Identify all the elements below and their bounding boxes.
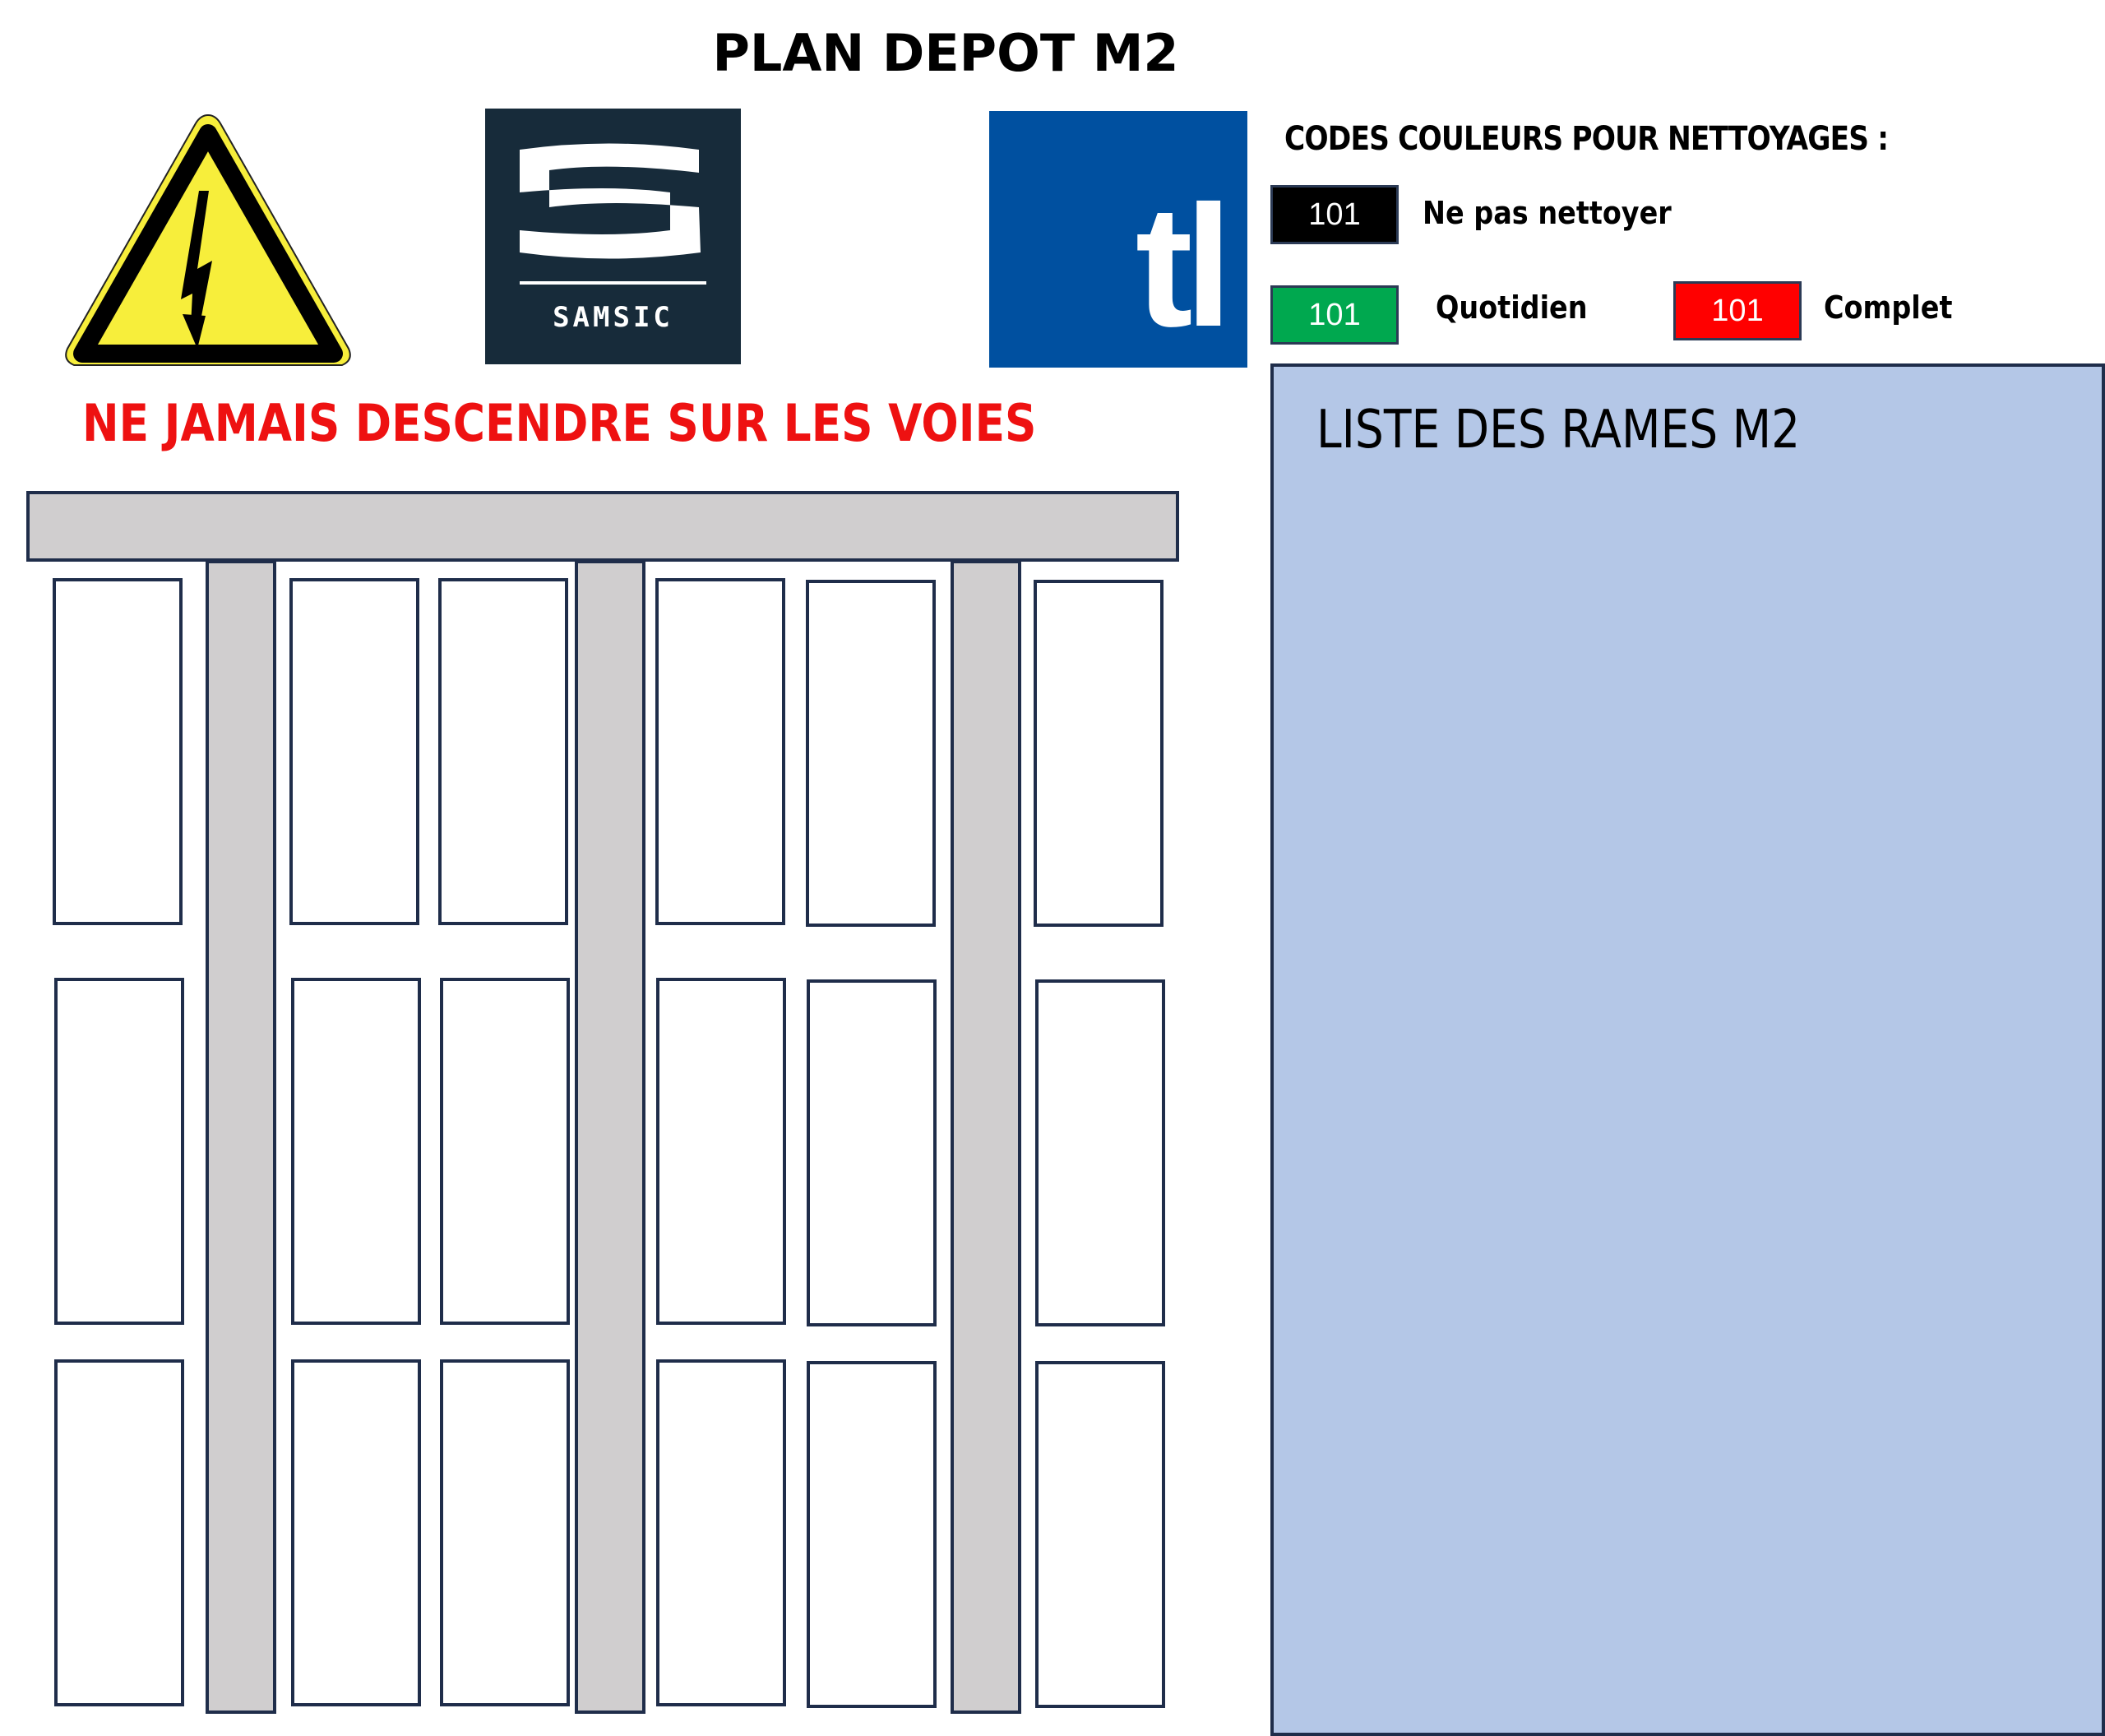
parking-bay[interactable] bbox=[291, 978, 421, 1325]
legend-swatch-no-clean: 101 bbox=[1270, 185, 1399, 244]
parking-bay[interactable] bbox=[806, 580, 936, 927]
parking-bay[interactable] bbox=[438, 578, 568, 925]
safety-warning-text: NE JAMAIS DESCENDRE SUR LES VOIES bbox=[82, 393, 1037, 453]
parking-bay[interactable] bbox=[656, 1359, 786, 1706]
parking-bay[interactable] bbox=[655, 578, 785, 925]
high-voltage-warning-icon bbox=[59, 109, 357, 372]
tl-logo-text: tl bbox=[1135, 169, 1233, 363]
depot-main-track bbox=[26, 491, 1179, 562]
legend-label-no-clean: Ne pas nettoyer bbox=[1423, 195, 1672, 231]
legend-label-daily: Quotidien bbox=[1436, 289, 1588, 326]
parking-bay[interactable] bbox=[54, 978, 184, 1325]
legend-swatch-daily: 101 bbox=[1270, 285, 1399, 345]
svg-text:SAMSIC: SAMSIC bbox=[553, 301, 673, 334]
parking-bay[interactable] bbox=[291, 1359, 421, 1706]
legend-title: CODES COULEURS POUR NETTOYAGES : bbox=[1284, 120, 1889, 158]
parking-bay[interactable] bbox=[807, 979, 937, 1326]
depot-track-1 bbox=[206, 560, 276, 1714]
depot-track-2 bbox=[575, 560, 645, 1714]
legend-swatch-complete: 101 bbox=[1673, 281, 1802, 340]
depot-track-3 bbox=[951, 560, 1021, 1714]
parking-bay[interactable] bbox=[289, 578, 419, 925]
trains-list-title: LISTE DES RAMES M2 bbox=[1316, 400, 1801, 461]
trains-list-panel: LISTE DES RAMES M2 bbox=[1270, 363, 2105, 1736]
page-title: PLAN DEPOT M2 bbox=[712, 23, 1179, 83]
samsic-logo: SAMSIC bbox=[485, 109, 741, 364]
parking-bay[interactable] bbox=[54, 1359, 184, 1706]
parking-bay[interactable] bbox=[1035, 1361, 1165, 1708]
parking-bay[interactable] bbox=[53, 578, 183, 925]
parking-bay[interactable] bbox=[807, 1361, 937, 1708]
parking-bay[interactable] bbox=[440, 978, 570, 1325]
parking-bay[interactable] bbox=[1034, 580, 1164, 927]
parking-bay[interactable] bbox=[1035, 979, 1165, 1326]
legend-label-complete: Complet bbox=[1824, 289, 1953, 326]
parking-bay[interactable] bbox=[656, 978, 786, 1325]
tl-logo: tl bbox=[989, 111, 1247, 368]
parking-bay[interactable] bbox=[440, 1359, 570, 1706]
